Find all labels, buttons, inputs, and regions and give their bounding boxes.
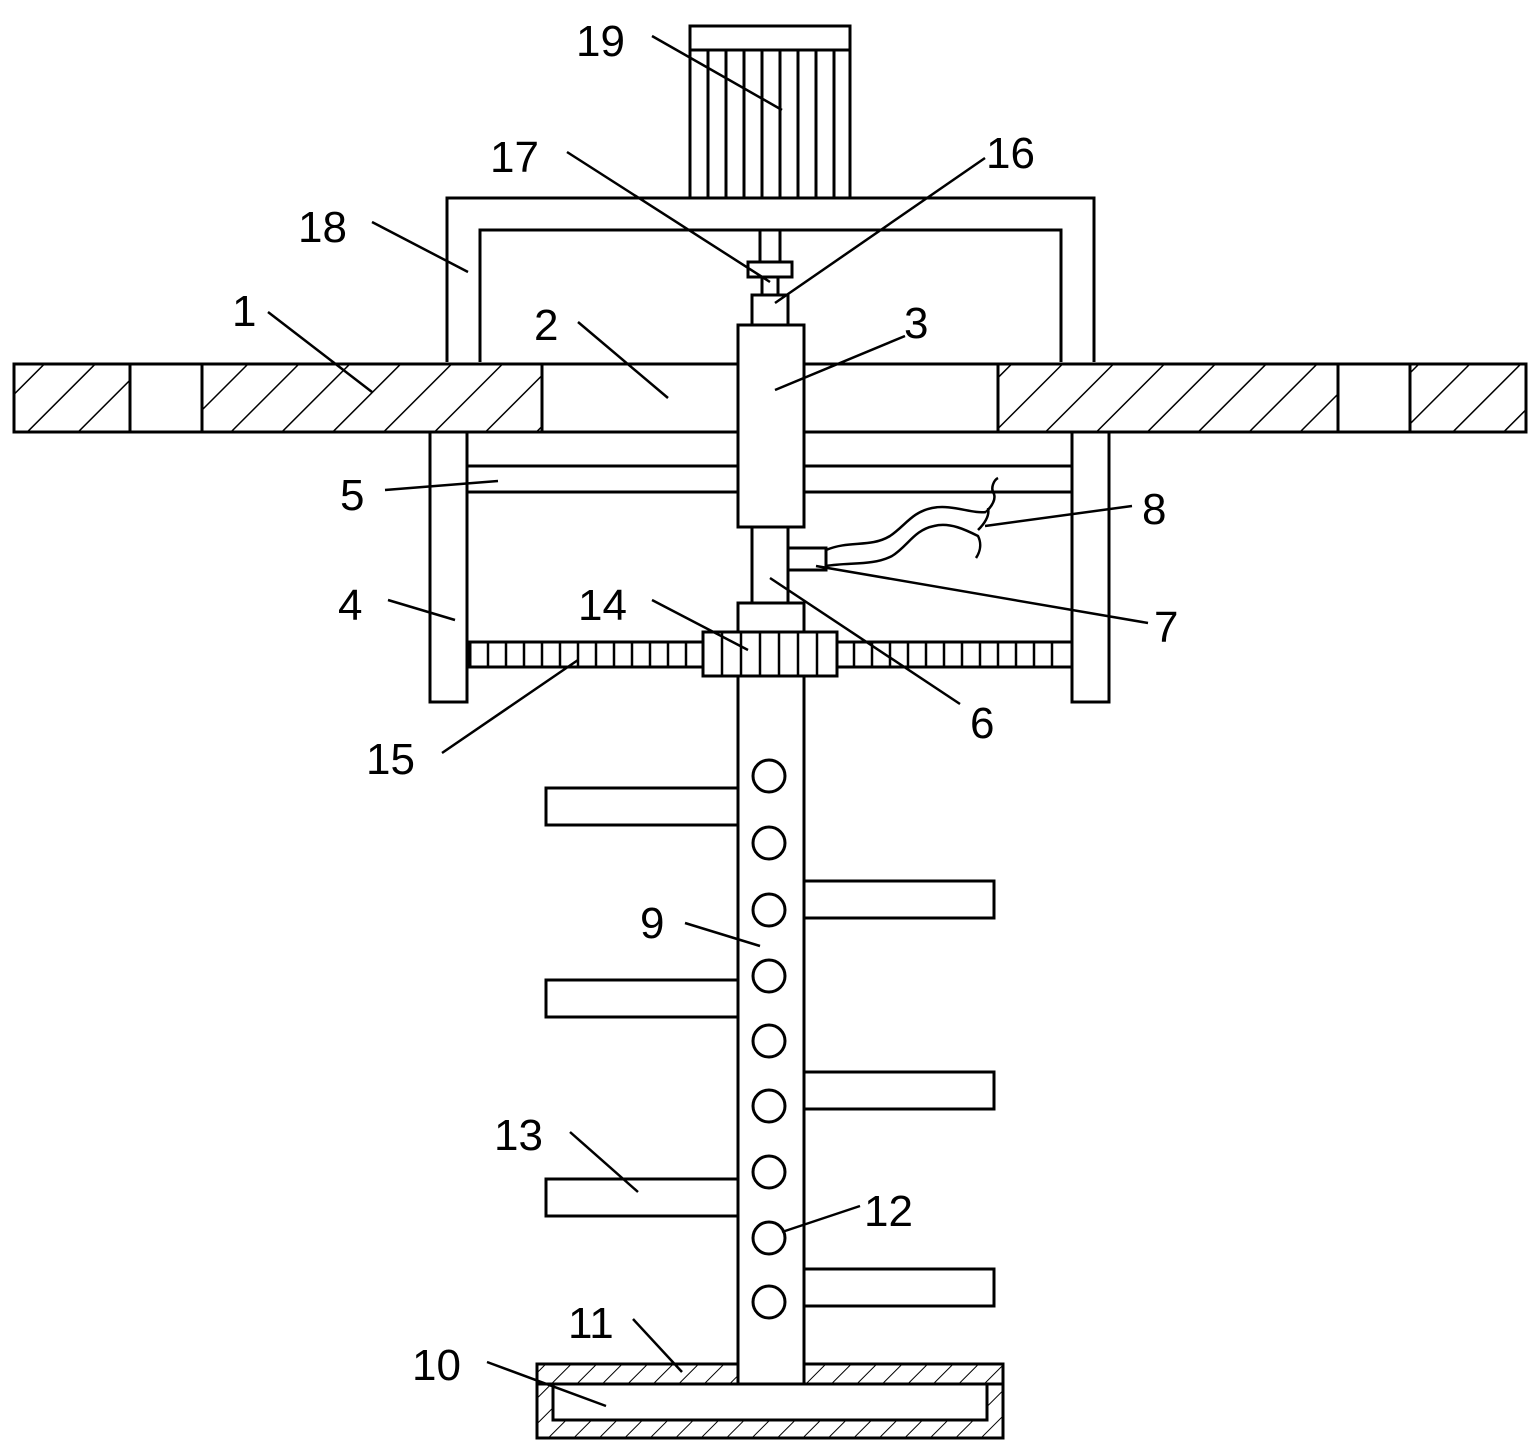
label-9: 9	[640, 899, 664, 948]
connector-16	[750, 293, 790, 327]
sleeve-3	[736, 323, 806, 529]
label-12: 12	[864, 1187, 913, 1236]
label-7: 7	[1154, 603, 1178, 652]
label-18: 18	[298, 203, 347, 252]
hollow-shaft-9	[736, 601, 806, 1386]
label-5: 5	[340, 471, 364, 520]
label-8: 8	[1142, 485, 1166, 534]
label-4: 4	[338, 581, 362, 630]
label-16: 16	[986, 129, 1035, 178]
hose-8	[825, 476, 999, 568]
guide-rail-5	[467, 464, 1072, 494]
label-13: 13	[494, 1111, 543, 1160]
label-11: 11	[568, 1299, 614, 1348]
motor-19	[688, 24, 852, 200]
label-1: 1	[232, 287, 256, 336]
label-15: 15	[366, 735, 415, 784]
label-19: 19	[576, 17, 625, 66]
left-support-4	[428, 430, 469, 704]
leader-lines	[267, 34, 1149, 1408]
label-14: 14	[578, 581, 627, 630]
right-support-4	[1070, 430, 1111, 704]
label-2: 2	[534, 301, 558, 350]
stirring-blades-13	[544, 786, 996, 1308]
motor-shaft-17	[746, 228, 794, 297]
top-plate-1	[12, 362, 1528, 434]
nozzle-7	[786, 546, 828, 572]
label-17: 17	[490, 133, 539, 182]
part-number-labels: 19 17 16 18 1 2 3 5 8 4 14 7 6 15 9 13 1…	[232, 17, 1178, 1390]
label-6: 6	[970, 699, 994, 748]
base-tray-10	[535, 1362, 1005, 1440]
label-10: 10	[412, 1341, 461, 1390]
outlet-holes-12	[751, 758, 787, 1320]
inner-shaft-6	[750, 524, 790, 606]
gear-14	[701, 630, 839, 678]
label-3: 3	[904, 299, 928, 348]
